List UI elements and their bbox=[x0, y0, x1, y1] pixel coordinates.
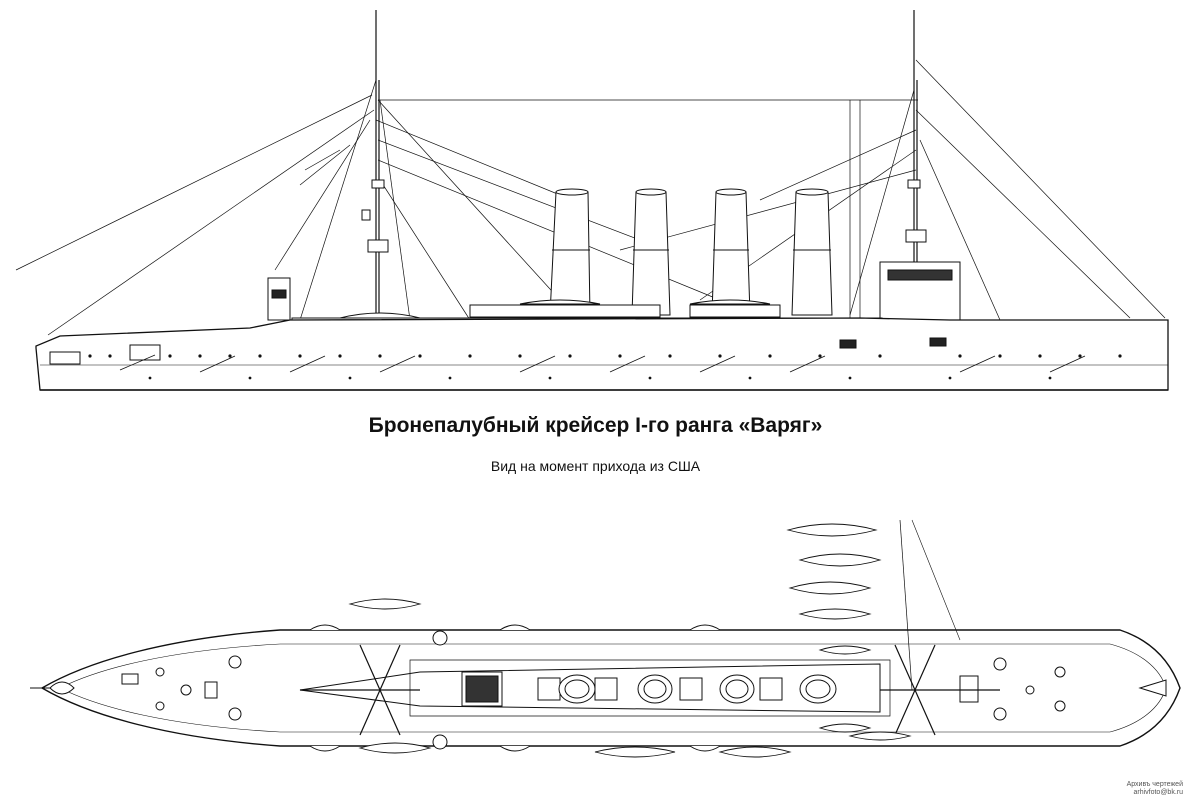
plan-view bbox=[30, 520, 1180, 757]
credit-email: arhivfoto@bk.ru bbox=[1133, 789, 1183, 796]
boats-plan bbox=[350, 524, 910, 757]
hull-profile bbox=[36, 318, 1168, 390]
portholes bbox=[88, 354, 1122, 380]
sponsons bbox=[310, 625, 720, 751]
funnel-tops bbox=[559, 675, 836, 703]
rigging-lines bbox=[16, 60, 1165, 335]
deck-boats-side bbox=[340, 300, 770, 318]
masts-plan bbox=[300, 520, 1000, 735]
archive-credit: Архивъ чертежей arhivfoto@bk.ru bbox=[1127, 781, 1183, 797]
foremast bbox=[362, 10, 388, 320]
bow-anchor-fitting bbox=[50, 682, 74, 694]
drawing-subtitle: Вид на момент прихода из США bbox=[490, 458, 701, 474]
drawing-title: Бронепалубный крейсер I-го ранга «Варяг» bbox=[368, 414, 823, 437]
funnels bbox=[550, 189, 832, 315]
gun-positions bbox=[122, 631, 1065, 749]
side-profile-view bbox=[16, 10, 1168, 390]
credit-archive-name: Архивъ чертежей bbox=[1126, 781, 1183, 788]
torpedo-net-booms bbox=[120, 355, 1085, 372]
